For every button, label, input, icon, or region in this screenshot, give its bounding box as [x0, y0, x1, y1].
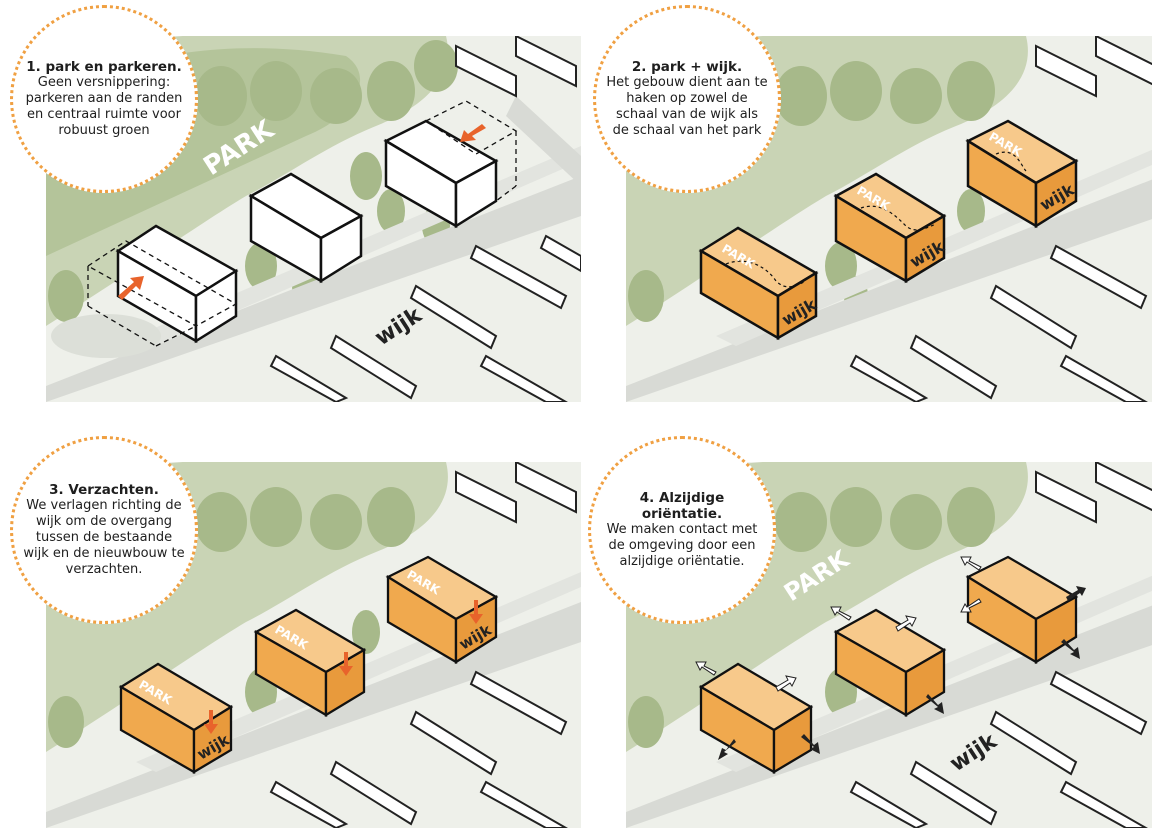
- arrow-icon: [204, 710, 218, 734]
- step-description: We verlagen richting de wijk om de overg…: [23, 498, 185, 577]
- isometric-map: PARK wijk PARK wijk PARK wijk: [626, 36, 1152, 402]
- step-title: 4. Alzijdige oriëntatie.: [639, 490, 725, 522]
- arrow-icon: [718, 739, 736, 760]
- panel-park-wijk: PARK wijk PARK wijk PARK wijk: [626, 36, 1152, 402]
- step-4-callout: 4. Alzijdige oriëntatie. We maken contac…: [588, 436, 776, 624]
- arrow-icon: [775, 675, 797, 692]
- step-1-callout: 1. park en parkeren. Geen versnippering:…: [10, 5, 198, 193]
- step-title: 2. park + wijk.: [631, 59, 743, 75]
- arrow-icon: [960, 598, 982, 613]
- arrow-icon: [1066, 586, 1086, 601]
- step-title: 3. Verzachten.: [49, 482, 159, 498]
- step-description: Het gebouw dient aan te haken op zowel d…: [606, 75, 768, 138]
- arrow-icon: [801, 734, 820, 754]
- step-description: We maken contact met de omgeving door ee…: [606, 522, 758, 569]
- arrow-icon: [1061, 639, 1080, 659]
- arrow-icon: [926, 694, 944, 714]
- arrow-icon: [695, 661, 717, 676]
- step-2-callout: 2. park + wijk. Het gebouw dient aan te …: [593, 5, 781, 193]
- step-3-callout: 3. Verzachten. We verlagen richting de w…: [10, 436, 198, 624]
- arrow-icon: [960, 556, 982, 571]
- arrow-icon: [118, 276, 144, 300]
- arrow-icon: [460, 124, 486, 142]
- arrow-icon: [339, 652, 353, 676]
- arrow-icon: [830, 606, 852, 621]
- arrow-icon: [469, 600, 483, 624]
- step-description: Geen versnippering: parkeren aan de rand…: [25, 75, 183, 138]
- step-title: 1. park en parkeren.: [26, 59, 182, 75]
- arrow-icon: [895, 615, 917, 632]
